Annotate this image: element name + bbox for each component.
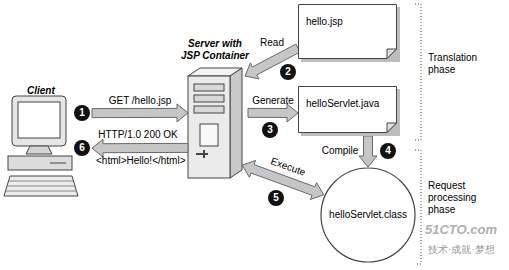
node-label: hello.jsp	[306, 16, 343, 28]
server-box: Server with JSP Container	[175, 36, 255, 181]
node-label: Client	[27, 85, 55, 97]
edge-label: Compile	[322, 145, 359, 157]
node-label: Server with JSP Container	[179, 38, 251, 62]
node-label: helloServlet.class	[329, 209, 407, 221]
phase-bracket	[415, 4, 421, 140]
block-arrow	[92, 139, 188, 157]
node-label: helloServlet.java	[306, 98, 379, 110]
response-body: <html>Hello!</html>	[96, 155, 186, 167]
block-arrow	[92, 104, 188, 122]
callout-number: 3	[262, 122, 278, 138]
edge-label: Read	[260, 37, 284, 49]
circle-outline	[321, 168, 415, 262]
phase-label: Request processing phase	[428, 180, 504, 216]
callout-number: 1	[74, 105, 90, 121]
jsp-file-box: hello.jsp	[298, 4, 400, 62]
computer-illustration	[4, 96, 78, 196]
callout-number: 2	[280, 64, 296, 80]
document-shape	[298, 86, 400, 136]
document-fold	[387, 123, 397, 133]
block-arrow	[248, 104, 298, 122]
watermark: 51CTO.com	[425, 222, 497, 238]
edge-label: HTTP/1.0 200 OK	[98, 129, 177, 141]
phase-bracket	[415, 150, 421, 264]
document-page	[299, 87, 397, 133]
edge-label: GET /hello.jsp	[109, 95, 172, 107]
edge-label: Generate	[252, 95, 294, 107]
block-arrow	[359, 136, 377, 167]
java-file-box: helloServlet.java	[298, 86, 400, 136]
document-shape	[298, 4, 400, 62]
callout-number: 6	[74, 140, 90, 156]
document-page	[299, 5, 397, 59]
phase-label: Translation phase	[428, 52, 500, 76]
server-illustration	[188, 68, 242, 178]
callout-number: 5	[268, 190, 284, 206]
watermark: 技术·成就·梦想	[428, 243, 495, 256]
document-fold	[387, 49, 397, 59]
class-file-circle: helloServlet.class	[320, 167, 416, 263]
callout-number: 4	[380, 143, 396, 159]
